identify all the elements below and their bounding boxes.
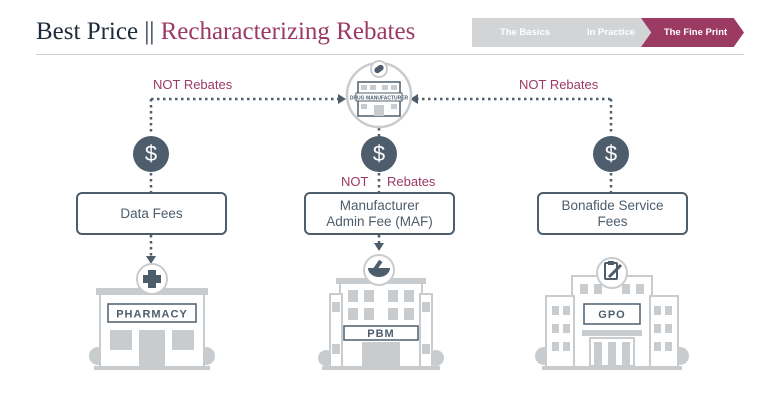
breadcrumb-in-practice[interactable]: In Practice xyxy=(558,18,658,47)
data-fees-box: Data Fees xyxy=(76,192,227,235)
arrowhead xyxy=(374,243,384,251)
bonafide-service-fees-box: Bonafide Service Fees xyxy=(537,192,688,235)
fee-label-line1: Data Fees xyxy=(120,205,183,221)
left-not-rebates-label: NOT Rebates xyxy=(153,77,233,92)
fee-label-line2: Fees xyxy=(597,213,628,229)
medical-cross-icon xyxy=(143,270,161,288)
gpo-sign: GPO xyxy=(598,309,625,321)
pharmacy-building: PHARMACY xyxy=(89,263,215,370)
dollar-icon-middle: $ xyxy=(361,136,397,172)
right-not-rebates-label: NOT Rebates xyxy=(519,77,599,92)
title-topic: Recharacterizing Rebates xyxy=(160,18,416,45)
title-brand: Best Price xyxy=(36,18,139,45)
middle-not-label: NOT xyxy=(341,174,369,189)
mortar-pestle-icon xyxy=(368,259,390,277)
arrowhead xyxy=(410,94,418,104)
maf-box: Manufacturer Admin Fee (MAF) xyxy=(304,192,455,235)
fee-label-line2: Admin Fee (MAF) xyxy=(326,213,433,229)
header-divider xyxy=(36,54,744,55)
pharmacy-sign: PHARMACY xyxy=(116,309,188,321)
title-separator: || xyxy=(144,18,155,45)
pill-icon xyxy=(374,64,384,74)
arrowhead xyxy=(146,256,156,264)
manufacturer-sign: DRUG MANUFACTURER xyxy=(350,96,409,102)
drug-manufacturer-building: DRUG MANUFACTURER xyxy=(345,60,413,129)
middle-rebates-label: Rebates xyxy=(387,174,436,189)
breadcrumb-the-basics[interactable]: The Basics xyxy=(472,18,572,47)
dollar-icon-left: $ xyxy=(133,136,169,172)
pbm-sign: PBM xyxy=(367,328,394,340)
fee-label-line1: Bonafide Service xyxy=(561,197,664,213)
breadcrumb: The Basics In Practice The Fine Print xyxy=(472,18,744,47)
arrowhead xyxy=(338,94,346,104)
clipboard-syringe-icon xyxy=(604,261,623,280)
fee-label-line1: Manufacturer xyxy=(339,197,420,213)
gpo-building: GPO xyxy=(535,257,689,370)
page-title: Best Price || Recharacterizing Rebates xyxy=(36,18,415,46)
breadcrumb-the-fine-print[interactable]: The Fine Print xyxy=(641,18,744,47)
dollar-icon-right: $ xyxy=(593,136,629,172)
pbm-building: PBM xyxy=(318,254,444,370)
